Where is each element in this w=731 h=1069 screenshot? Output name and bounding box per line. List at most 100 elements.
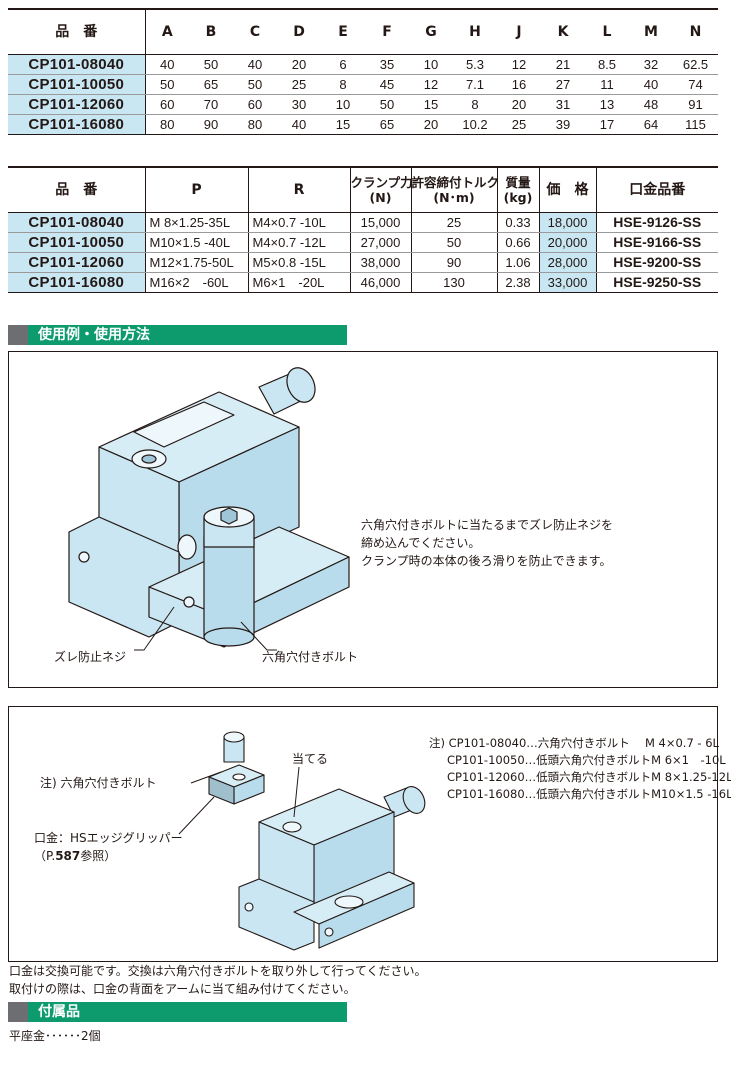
r-cell: M6×1 -20L: [247, 272, 350, 293]
clamp-cell: 38,000: [349, 252, 411, 273]
price-cell: 33,000: [538, 272, 596, 293]
dimension-cell: 20: [497, 94, 541, 115]
dimension-cell: 7.1: [453, 74, 497, 95]
dimension-cell: 90: [189, 114, 233, 135]
cap-cell: HSE-9126-SS: [595, 212, 718, 233]
dimension-cell: 65: [365, 114, 409, 135]
dimension-cell: 10.2: [453, 114, 497, 135]
dimension-cell: 27: [541, 74, 585, 95]
dimension-cell: 64: [629, 114, 673, 135]
clamp-illustration-1: [68, 367, 350, 651]
dimension-cell: 8.5: [585, 54, 629, 75]
cap-cell: HSE-9250-SS: [595, 272, 718, 293]
part-number-cell: CP101-08040: [8, 54, 145, 75]
footer-note-2: 取付けの際は、口金の背面をアームに当て組み付けてください。: [9, 982, 356, 996]
r-cell: M4×0.7 -12L: [247, 232, 350, 253]
label-contact: 当てる: [292, 752, 329, 766]
label-anti-slip-screw: ズレ防止ネジ: [54, 650, 127, 664]
section-accessories-bar: 付属品: [8, 1002, 347, 1022]
dimension-cell: 15: [321, 114, 365, 135]
dimension-cell: 10: [321, 94, 365, 115]
dimension-cell: 80: [144, 114, 189, 135]
note-line-3: CP101-12060…低頭六角穴付きボルトM 8×1.25-12L: [447, 770, 731, 784]
dimension-cell: 8: [453, 94, 497, 115]
mass-cell: 1.06: [496, 252, 539, 273]
dimension-cell: 13: [585, 94, 629, 115]
header-b: B: [189, 8, 233, 55]
dimension-cell: 40: [233, 54, 277, 75]
part-number-cell: CP101-10050: [8, 74, 145, 95]
header-f: F: [365, 8, 409, 55]
clamp-cell: 27,000: [349, 232, 411, 253]
dimension-cell: 6: [321, 54, 365, 75]
dimension-cell: 50: [144, 74, 189, 95]
p-cell: M 8×1.25-35L: [144, 212, 248, 233]
dimension-cell: 65: [189, 74, 233, 95]
dimension-header-row: 品 番 A B C D E F G H J K L M N: [8, 8, 718, 55]
mass-label: 質量: [505, 175, 531, 190]
header-cap-part: 口金品番: [595, 166, 718, 213]
dimension-cell: 91: [673, 94, 718, 115]
note-line-1: 注) CP101-08040…六角穴付きボルト M 4×0.7 - 6L: [429, 736, 719, 750]
torque-cell: 25: [410, 212, 497, 233]
header-part-number-2: 品 番: [8, 166, 145, 213]
price-cell: 18,000: [538, 212, 596, 233]
dimension-cell: 5.3: [453, 54, 497, 75]
label-cap-ref-post: 参照）: [80, 849, 117, 863]
dimension-cell: 50: [189, 54, 233, 75]
cap-cell: HSE-9166-SS: [595, 232, 718, 253]
p-cell: M12×1.75-50L: [144, 252, 248, 273]
dimension-cell: 15: [409, 94, 453, 115]
mass-cell: 0.33: [496, 212, 539, 233]
torque-unit: (N･m): [433, 190, 475, 205]
mass-unit: (kg): [503, 190, 533, 205]
r-cell: M5×0.8 -15L: [247, 252, 350, 273]
header-torque: 許容締付トルク(N･m): [410, 166, 497, 213]
dimension-cell: 50: [365, 94, 409, 115]
section-marker: [8, 325, 28, 345]
clamp-illustration-2: [178, 731, 426, 951]
dimension-cell: 48: [629, 94, 673, 115]
header-j: J: [497, 8, 541, 55]
clamp-cell: 15,000: [349, 212, 411, 233]
part-cell: CP101-12060: [8, 252, 145, 273]
dimension-cell: 20: [277, 54, 321, 75]
spec-table: 品 番 P R クランプ力(N) 許容締付トルク(N･m) 質量(kg) 価 格…: [8, 166, 718, 293]
cap-cell: HSE-9200-SS: [595, 252, 718, 273]
part-cell: CP101-10050: [8, 232, 145, 253]
torque-label: 許容締付トルク: [411, 175, 497, 190]
header-n: N: [673, 8, 718, 55]
dimension-cell: 11: [585, 74, 629, 95]
torque-cell: 50: [410, 232, 497, 253]
header-k: K: [541, 8, 585, 55]
dimension-cell: 8: [321, 74, 365, 95]
part-cell: CP101-16080: [8, 272, 145, 293]
header-a: A: [144, 8, 189, 55]
section-marker-2: [8, 1002, 28, 1022]
header-c: C: [233, 8, 277, 55]
cap-diagram-box: 当てる 注) 六角穴付きボルト 口金：HSエッジグリッパー （P.587参照） …: [8, 706, 731, 962]
note-line-4: CP101-16080…低頭六角穴付きボルトM10×1.5 -16L: [447, 787, 731, 801]
dimension-cell: 45: [365, 74, 409, 95]
part-number-cell: CP101-12060: [8, 94, 145, 115]
dimension-cell: 21: [541, 54, 585, 75]
dimension-cell: 40: [277, 114, 321, 135]
clamp-force-unit: (N): [369, 190, 392, 205]
dimension-cell: 62.5: [673, 54, 718, 75]
dimension-cell: 32: [629, 54, 673, 75]
dimension-cell: 25: [277, 74, 321, 95]
header-g: G: [409, 8, 453, 55]
dimension-cell: 25: [497, 114, 541, 135]
header-p: P: [144, 166, 248, 213]
price-cell: 20,000: [538, 232, 596, 253]
section-accessories-title: 付属品: [38, 1004, 80, 1020]
torque-cell: 90: [410, 252, 497, 273]
header-h: H: [453, 8, 497, 55]
header-mass: 質量(kg): [496, 166, 539, 213]
dimension-cell: 60: [144, 94, 189, 115]
label-cap-ref-page: 587: [55, 849, 81, 863]
